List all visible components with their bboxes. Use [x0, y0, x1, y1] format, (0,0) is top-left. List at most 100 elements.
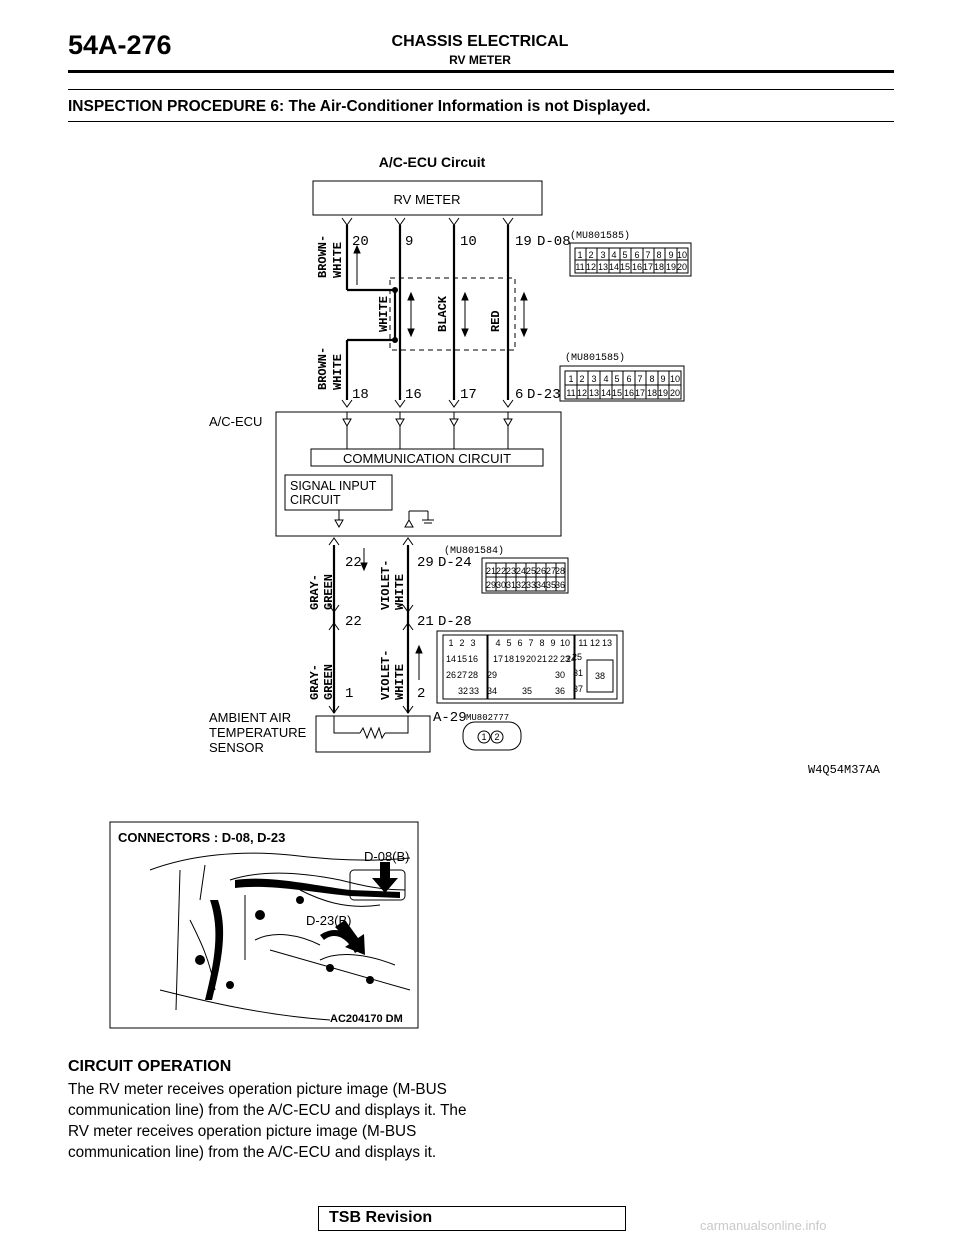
rv-meter-box [312, 180, 543, 216]
svg-text:1: 1 [448, 638, 453, 648]
svg-text:35: 35 [546, 580, 556, 590]
svg-text:19: 19 [658, 388, 668, 398]
a29-terminal-marks [328, 705, 414, 714]
wire-color-label: GRAY- [308, 574, 322, 610]
svg-text:21: 21 [486, 566, 496, 576]
procedure-bottom-rule [68, 121, 894, 122]
pin-label: 17 [460, 387, 477, 403]
svg-text:20: 20 [670, 388, 680, 398]
svg-text:7: 7 [637, 374, 642, 384]
circuit-operation-heading: CIRCUIT OPERATION [68, 1058, 232, 1075]
thermistor-symbol [333, 716, 409, 740]
svg-text:3: 3 [600, 250, 605, 260]
pin-label: 19 [515, 234, 532, 250]
svg-text:19: 19 [515, 654, 525, 664]
svg-text:6: 6 [634, 250, 639, 260]
wire-color-label: VIOLET- [379, 560, 393, 610]
svg-text:31: 31 [506, 580, 516, 590]
ecu-input-marks [342, 412, 513, 449]
wire-color-label: BROWN- [316, 347, 330, 390]
svg-text:1: 1 [568, 374, 573, 384]
svg-text:10: 10 [670, 374, 680, 384]
meter-to-ecu-wires [345, 225, 510, 400]
svg-text:15: 15 [457, 654, 467, 664]
signal-arrows [353, 244, 528, 338]
wire-color-label: VIOLET- [379, 650, 393, 700]
svg-text:3: 3 [591, 374, 596, 384]
wire-color-label: WHITE [331, 242, 345, 278]
svg-text:16: 16 [632, 262, 642, 272]
wire-color-label: RED [489, 310, 503, 332]
label-d08: D-08(B) [364, 849, 410, 864]
splice-point [392, 287, 398, 293]
svg-text:9: 9 [550, 638, 555, 648]
svg-text:27: 27 [546, 566, 556, 576]
svg-text:22: 22 [496, 566, 506, 576]
svg-text:16: 16 [624, 388, 634, 398]
rv-meter-label: RV METER [394, 192, 461, 207]
ecu-to-sensor-wires [332, 545, 410, 713]
signal-arrows [360, 548, 423, 680]
svg-text:11: 11 [578, 638, 587, 648]
svg-text:14: 14 [609, 262, 619, 272]
svg-text:38: 38 [595, 671, 605, 681]
pin-label: 1 [345, 686, 353, 702]
circuit-diagram: A/C-ECU Circuit RV METER 20 9 10 19 D-08 [209, 154, 881, 777]
location-arrows [335, 862, 398, 955]
part-number-d08: (MU801585) [570, 230, 630, 242]
svg-text:20: 20 [526, 654, 536, 664]
svg-text:32: 32 [458, 686, 468, 696]
pin-label: 6 [515, 387, 523, 403]
label-d23: D-23(B) [306, 913, 352, 928]
wire-color-label: WHITE [377, 296, 391, 332]
d28-terminal-marks [328, 604, 414, 631]
svg-text:13: 13 [598, 262, 608, 272]
svg-text:18: 18 [654, 262, 664, 272]
svg-text:5: 5 [622, 250, 627, 260]
conn-d23-label: D-23 [527, 387, 561, 403]
svg-text:26: 26 [536, 566, 546, 576]
part-number-a29: MU802777 [466, 713, 509, 723]
sensor-label: SENSOR [209, 740, 264, 755]
svg-text:2: 2 [459, 638, 464, 648]
svg-text:11: 11 [566, 388, 575, 398]
svg-text:9: 9 [668, 250, 673, 260]
svg-text:27: 27 [457, 670, 467, 680]
header-rule [68, 70, 894, 73]
svg-text:25: 25 [572, 652, 582, 662]
pin-label: 2 [417, 686, 425, 702]
ac-ecu-label: A/C-ECU [209, 414, 262, 429]
svg-text:24: 24 [566, 654, 576, 664]
svg-text:12: 12 [590, 638, 600, 648]
svg-text:14: 14 [446, 654, 456, 664]
svg-text:25: 25 [526, 566, 536, 576]
svg-text:2: 2 [494, 732, 499, 742]
wire-color-label: WHITE [331, 354, 345, 390]
wire-color-label: GRAY- [308, 664, 322, 700]
circuit-operation-text: The RV meter receives operation picture … [68, 1081, 467, 1161]
svg-text:28: 28 [555, 566, 565, 576]
svg-text:17: 17 [635, 388, 645, 398]
part-number-d23: (MU801585) [565, 352, 625, 364]
svg-text:6: 6 [517, 638, 522, 648]
svg-text:12: 12 [586, 262, 596, 272]
connector-location-illustration: CONNECTORS : D-08, D-23 D-08(B) D-23(B) … [109, 821, 419, 1029]
svg-text:5: 5 [506, 638, 511, 648]
wiring-harness [195, 878, 400, 1000]
pin-label: 20 [352, 234, 369, 250]
comm-circuit-label: COMMUNICATION CIRCUIT [343, 451, 511, 466]
svg-text:29: 29 [487, 670, 497, 680]
svg-text:36: 36 [555, 580, 565, 590]
splice-point [392, 337, 398, 343]
svg-text:8: 8 [649, 374, 654, 384]
svg-text:14: 14 [601, 388, 611, 398]
signal-input-label: SIGNAL INPUT [290, 479, 377, 493]
section-title: CHASSIS ELECTRICAL [391, 33, 569, 50]
svg-text:11: 11 [575, 262, 584, 272]
pin-label: 18 [352, 387, 369, 403]
svg-text:28: 28 [468, 670, 478, 680]
